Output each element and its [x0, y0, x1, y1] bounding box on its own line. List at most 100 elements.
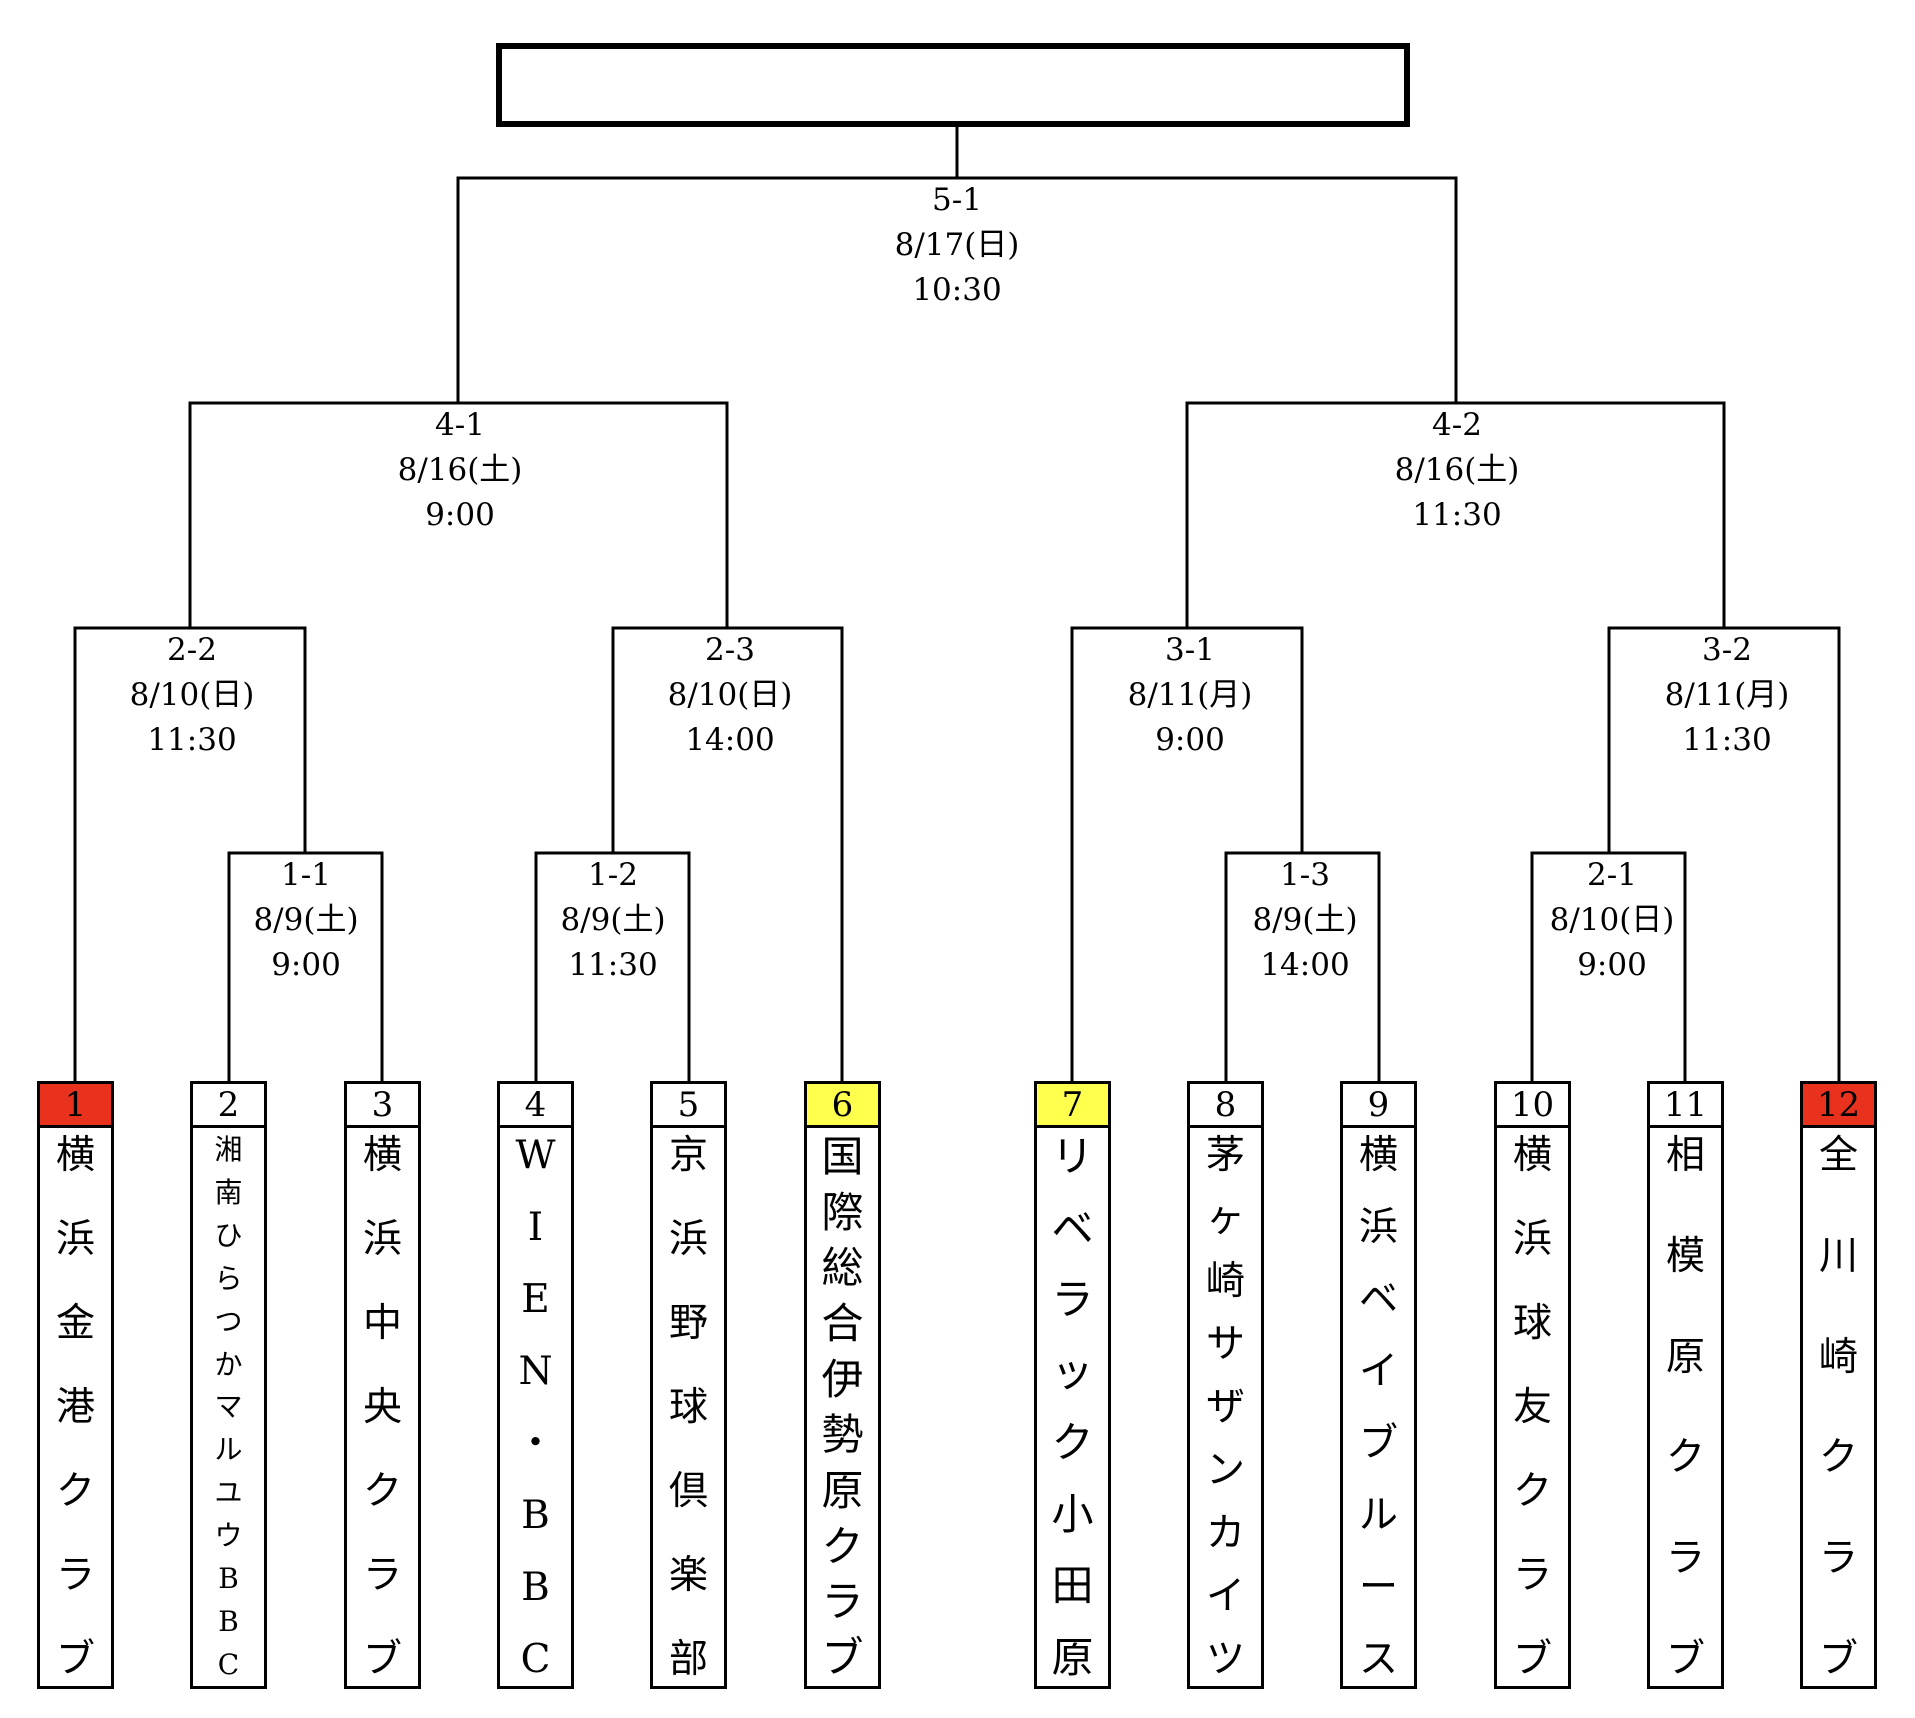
team-box-8: 8 茅ヶ崎サザンカイツ — [1187, 1081, 1264, 1689]
team-name-char: ブ — [1512, 1637, 1552, 1682]
team-name-char: ウ — [214, 1519, 243, 1553]
team-name-char: 崎 — [1818, 1334, 1858, 1380]
team-name-char: ラ — [1665, 1536, 1705, 1582]
team-name-char: 横 — [362, 1133, 402, 1178]
team-name-char: ツ — [1205, 1637, 1245, 1682]
team-name: 国際総合伊勢原クラブ — [807, 1128, 878, 1689]
team-name-char: ブ — [55, 1637, 95, 1682]
team-name-char: B — [218, 1604, 239, 1638]
team-name: リベラック小田原 — [1037, 1128, 1108, 1689]
match-code: 2-3 — [705, 632, 755, 668]
team-box-3: 3 横浜中央クラブ — [344, 1081, 421, 1689]
seed-number: 12 — [1803, 1084, 1874, 1128]
team-name-char: B — [218, 1562, 239, 1596]
team-name-char: カ — [1205, 1511, 1245, 1556]
match-label-3-2: 3-2 8/11(月) 11:30 — [1627, 628, 1827, 763]
seed-number: 8 — [1190, 1084, 1261, 1128]
team-name-char: 金 — [55, 1301, 95, 1346]
team-name-char: 浜 — [362, 1217, 402, 1262]
team-name-char: つ — [214, 1304, 243, 1338]
seed-number: 11 — [1650, 1084, 1721, 1128]
match-label-4-2: 4-2 8/16(土) 11:30 — [1357, 403, 1557, 538]
team-name-char: 楽 — [668, 1553, 708, 1598]
team-name-char: ク — [1665, 1435, 1705, 1481]
team-name-char: ベ — [1051, 1203, 1094, 1253]
team-name-char: 崎 — [1205, 1259, 1245, 1304]
match-label-2-3: 2-3 8/10(日) 14:00 — [630, 628, 830, 763]
match-date: 8/9(土) — [1252, 902, 1358, 938]
match-code: 5-1 — [932, 182, 982, 218]
team-name-char: ラ — [362, 1553, 402, 1598]
team-name-char: 伊 — [821, 1354, 864, 1404]
team-name-char: ク — [821, 1521, 864, 1571]
match-code: 1-2 — [588, 857, 638, 893]
team-name-char: ク — [55, 1469, 95, 1514]
team-name-char: ラ — [55, 1553, 95, 1598]
match-time: 14:00 — [685, 722, 775, 758]
team-name-char: ス — [1358, 1637, 1398, 1682]
team-name-char: C — [217, 1647, 240, 1681]
team-name-char: 小 — [1051, 1489, 1094, 1539]
team-name-char: ー — [1358, 1565, 1398, 1610]
seed-number: 5 — [653, 1084, 724, 1128]
team-name-char: ら — [214, 1261, 243, 1295]
team-name-char: 倶 — [668, 1469, 708, 1514]
team-name-char: 浜 — [668, 1217, 708, 1262]
team-name-char: ベ — [1358, 1277, 1398, 1322]
team-name-char: ン — [1205, 1448, 1245, 1493]
team-name-char: I — [527, 1205, 544, 1250]
match-date: 8/9(土) — [253, 902, 359, 938]
match-time: 11:30 — [568, 947, 658, 983]
team-name-char: ブ — [362, 1637, 402, 1682]
team-name-char: ク — [1818, 1435, 1858, 1481]
team-name: 横浜ベイブルース — [1343, 1128, 1414, 1689]
match-date: 8/10(日) — [129, 677, 255, 713]
team-name-char: ブ — [1818, 1636, 1858, 1682]
team-name: 京浜野球倶楽部 — [653, 1128, 724, 1689]
match-time: 14:00 — [1260, 947, 1350, 983]
match-code: 2-1 — [1587, 857, 1637, 893]
team-name-char: 中 — [362, 1301, 402, 1346]
seed-number: 10 — [1497, 1084, 1568, 1128]
match-time: 11:30 — [147, 722, 237, 758]
team-name-char: 横 — [1358, 1133, 1398, 1178]
team-name-char: 茅 — [1205, 1133, 1245, 1178]
team-name-char: 勢 — [821, 1410, 864, 1460]
team-name-char: 横 — [1512, 1133, 1552, 1178]
team-name-char: 浜 — [1358, 1205, 1398, 1250]
team-box-11: 11 相模原クラブ — [1647, 1081, 1724, 1689]
seed-number: 1 — [40, 1084, 111, 1128]
team-name-char: ブ — [1358, 1421, 1398, 1466]
match-time: 9:00 — [271, 947, 341, 983]
match-date: 8/9(土) — [560, 902, 666, 938]
team-name-char: ブ — [821, 1632, 864, 1682]
team-name-char: 友 — [1512, 1385, 1552, 1430]
match-label-1-2: 1-2 8/9(土) 11:30 — [513, 853, 713, 988]
team-name-char: 野 — [668, 1301, 708, 1346]
seed-number: 2 — [193, 1084, 264, 1128]
team-name-char: 合 — [821, 1298, 864, 1348]
champion-box — [496, 43, 1410, 127]
team-name-char: N — [518, 1349, 553, 1394]
team-name-char: ユ — [214, 1476, 243, 1510]
team-name-char: ル — [1358, 1493, 1398, 1538]
team-name-char: 国 — [821, 1132, 864, 1181]
match-code: 2-2 — [167, 632, 217, 668]
team-name-char: ひ — [214, 1218, 243, 1252]
team-name-char: 原 — [821, 1465, 864, 1515]
team-name-char: か — [214, 1347, 243, 1381]
match-code: 3-1 — [1165, 632, 1215, 668]
team-box-1: 1 横浜金港クラブ — [37, 1081, 114, 1689]
match-time: 11:30 — [1412, 497, 1502, 533]
team-name: 全川崎クラブ — [1803, 1128, 1874, 1689]
team-name-char: サ — [1205, 1322, 1245, 1367]
team-name-char: 際 — [821, 1187, 864, 1237]
match-label-1-3: 1-3 8/9(土) 14:00 — [1205, 853, 1405, 988]
team-name-char: 相 — [1665, 1133, 1705, 1178]
match-code: 3-2 — [1702, 632, 1752, 668]
seed-number: 7 — [1037, 1084, 1108, 1128]
team-name-char: ク — [362, 1469, 402, 1514]
